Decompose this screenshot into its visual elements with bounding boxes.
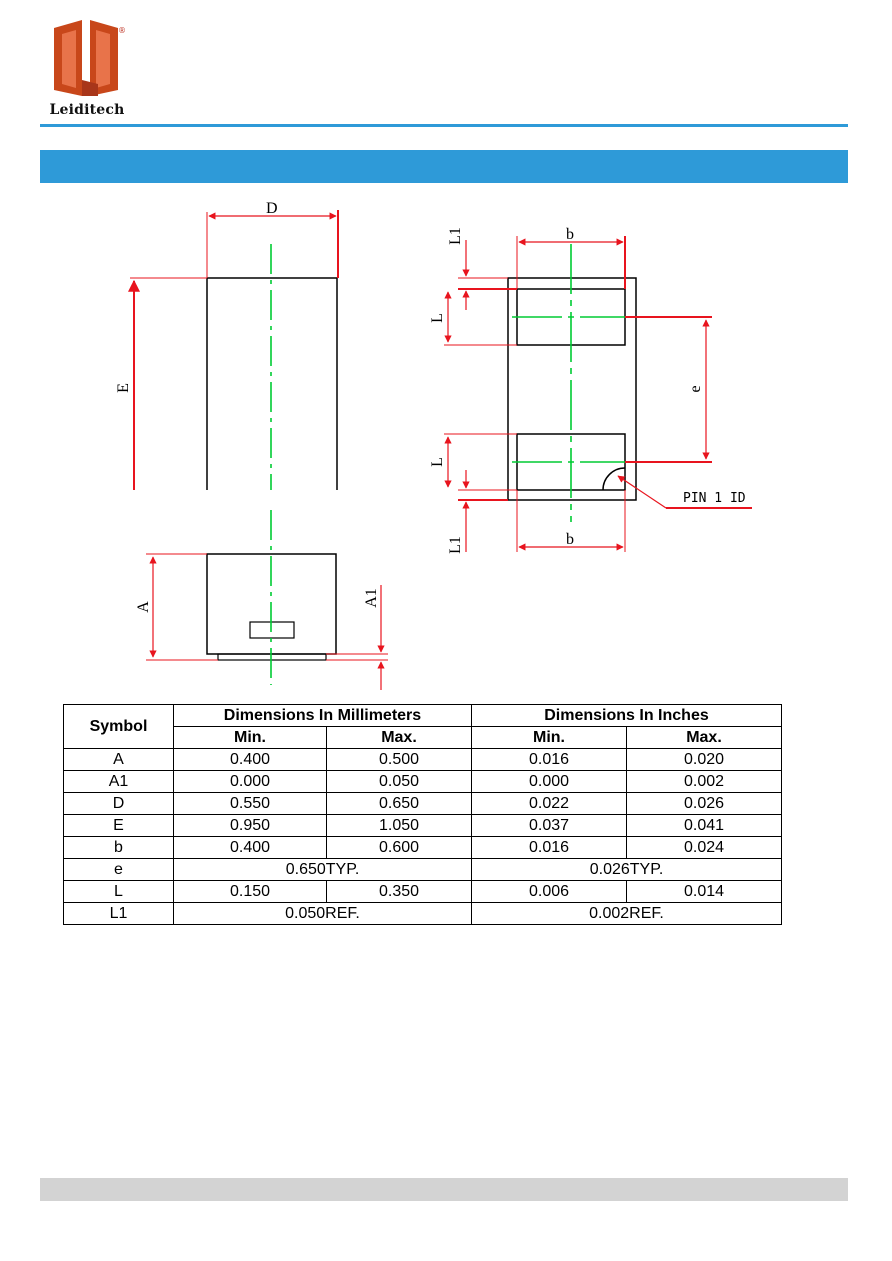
- header-in-max: Max.: [626, 726, 782, 749]
- brand-name: Leiditech: [49, 102, 125, 118]
- label-A: A: [135, 601, 152, 613]
- cell-in-max: 0.002: [626, 770, 782, 793]
- leiditech-logo: ® Leiditech: [42, 18, 132, 120]
- label-L-top: L: [429, 313, 446, 323]
- logo-mark-icon: [54, 20, 118, 96]
- cell-symbol: b: [63, 836, 174, 859]
- header-in-min: Min.: [471, 726, 627, 749]
- label-b-top: b: [566, 226, 574, 243]
- label-pin1-id: PIN 1 ID: [683, 491, 746, 506]
- label-E: E: [115, 383, 132, 393]
- top-view: [128, 210, 339, 490]
- cell-symbol: e: [63, 858, 174, 881]
- table-row: A1 0.000 0.050 0.000 0.002: [63, 770, 782, 793]
- header-inches: Dimensions In Inches: [471, 704, 782, 727]
- cell-symbol: E: [63, 814, 174, 837]
- cell-mm-span: 0.650TYP.: [173, 858, 472, 881]
- package-outline-drawing: D E A A1 b b L1 L e L L1 PIN 1 ID: [115, 200, 752, 690]
- cell-in-span: 0.002REF.: [471, 902, 782, 925]
- table-row: D 0.550 0.650 0.022 0.026: [63, 792, 782, 815]
- header-rule: [40, 124, 848, 127]
- cell-in-max: 0.024: [626, 836, 782, 859]
- cell-symbol: D: [63, 792, 174, 815]
- header-millimeters: Dimensions In Millimeters: [173, 704, 472, 727]
- header-symbol: Symbol: [63, 704, 174, 749]
- label-L-bottom: L: [429, 457, 446, 467]
- table-row: E 0.950 1.050 0.037 0.041: [63, 814, 782, 837]
- cell-mm-max: 0.050: [326, 770, 472, 793]
- cell-in-span: 0.026TYP.: [471, 858, 782, 881]
- cell-in-max: 0.041: [626, 814, 782, 837]
- cell-symbol: A1: [63, 770, 174, 793]
- header-mm-max: Max.: [326, 726, 472, 749]
- cell-mm-min: 0.400: [173, 748, 327, 771]
- cell-mm-min: 0.400: [173, 836, 327, 859]
- side-view: [146, 510, 388, 690]
- label-L1-top: L1: [447, 227, 464, 245]
- cell-in-max: 0.014: [626, 880, 782, 903]
- cell-in-min: 0.016: [471, 748, 627, 771]
- cell-mm-min: 0.550: [173, 792, 327, 815]
- cell-in-min: 0.022: [471, 792, 627, 815]
- dimensions-table: Symbol Dimensions In Millimeters Dimensi…: [63, 704, 782, 925]
- cell-mm-min: 0.950: [173, 814, 327, 837]
- cell-symbol: L1: [63, 902, 174, 925]
- label-b-bottom: b: [566, 531, 574, 548]
- table-row: b 0.400 0.600 0.016 0.024: [63, 836, 782, 859]
- label-L1-bottom: L1: [447, 536, 464, 554]
- cell-mm-max: 0.500: [326, 748, 472, 771]
- cell-mm-span: 0.050REF.: [173, 902, 472, 925]
- cell-in-min: 0.000: [471, 770, 627, 793]
- table-row: L 0.150 0.350 0.006 0.014: [63, 880, 782, 903]
- table-row: L1 0.050REF. 0.002REF.: [63, 902, 782, 925]
- label-D: D: [266, 200, 278, 217]
- cell-symbol: L: [63, 880, 174, 903]
- cell-in-min: 0.006: [471, 880, 627, 903]
- registered-mark: ®: [118, 26, 126, 35]
- table-row: e 0.650TYP. 0.026TYP.: [63, 858, 782, 881]
- section-title-bar: [40, 150, 848, 183]
- cell-mm-max: 0.650: [326, 792, 472, 815]
- cell-mm-max: 0.600: [326, 836, 472, 859]
- cell-in-max: 0.026: [626, 792, 782, 815]
- table-row: A 0.400 0.500 0.016 0.020: [63, 748, 782, 771]
- cell-mm-min: 0.000: [173, 770, 327, 793]
- cell-mm-min: 0.150: [173, 880, 327, 903]
- label-A1: A1: [363, 588, 380, 608]
- cell-in-max: 0.020: [626, 748, 782, 771]
- footer-bar: [40, 1178, 848, 1201]
- cell-mm-max: 0.350: [326, 880, 472, 903]
- cell-in-min: 0.016: [471, 836, 627, 859]
- cell-symbol: A: [63, 748, 174, 771]
- label-e: e: [687, 385, 704, 392]
- cell-mm-max: 1.050: [326, 814, 472, 837]
- bottom-view: [444, 236, 752, 552]
- cell-in-min: 0.037: [471, 814, 627, 837]
- header-mm-min: Min.: [173, 726, 327, 749]
